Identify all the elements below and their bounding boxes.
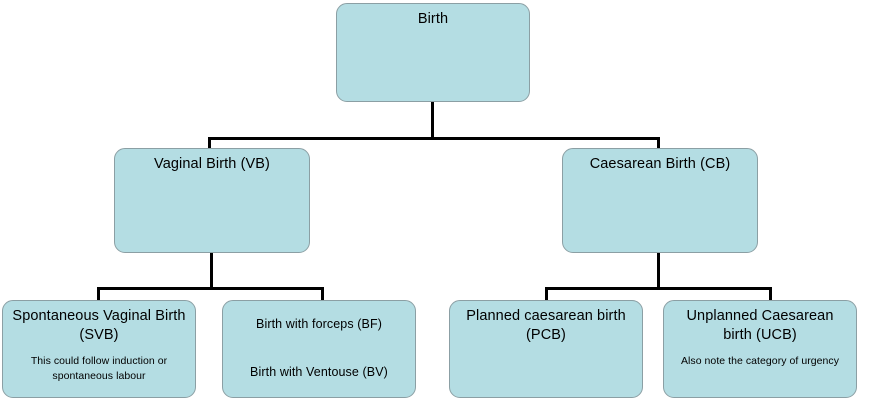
connector-drop-pcb <box>545 287 548 301</box>
connector-caesarean-children-bar <box>545 287 772 290</box>
node-ucb-note: Also note the category of urgency <box>680 355 840 368</box>
node-birth[interactable]: Birth <box>336 3 530 102</box>
connector-level2-bar <box>208 137 660 140</box>
connector-drop-ucb <box>769 287 772 301</box>
connector-vaginal-stem <box>210 251 213 290</box>
node-svb-note: This could follow induction or spontaneo… <box>30 355 168 382</box>
node-caesarean-birth[interactable]: Caesarean Birth (CB) <box>562 148 758 253</box>
node-planned-caesarean-birth[interactable]: Planned caesarean birth (PCB) <box>449 300 643 398</box>
connector-drop-instrumental <box>321 287 324 301</box>
node-birth-label: Birth <box>417 11 449 27</box>
node-vaginal-birth-label: Vaginal Birth (VB) <box>154 156 270 172</box>
node-svb-label: Spontaneous Vaginal Birth (SVB) <box>12 308 186 344</box>
connector-drop-caesarean-birth <box>657 137 660 150</box>
connector-vaginal-children-bar <box>97 287 324 290</box>
node-vaginal-birth[interactable]: Vaginal Birth (VB) <box>114 148 310 253</box>
node-pcb-label: Planned caesarean birth (PCB) <box>466 308 626 344</box>
node-instrumental-birth[interactable]: Birth with forceps (BF) Birth with Vento… <box>222 300 416 398</box>
connector-caesarean-stem <box>657 251 660 290</box>
connector-root-stem <box>431 100 434 140</box>
node-ucb-label: Unplanned Caesarean birth (UCB) <box>686 308 834 344</box>
connector-drop-vaginal-birth <box>208 137 211 150</box>
node-caesarean-birth-label: Caesarean Birth (CB) <box>589 156 731 172</box>
node-unplanned-caesarean-birth[interactable]: Unplanned Caesarean birth (UCB) Also not… <box>663 300 857 398</box>
node-spontaneous-vaginal-birth[interactable]: Spontaneous Vaginal Birth (SVB) This cou… <box>2 300 196 398</box>
node-instrumental-birth-label: Birth with forceps (BF) Birth with Vento… <box>250 317 388 379</box>
connector-drop-svb <box>97 287 100 301</box>
